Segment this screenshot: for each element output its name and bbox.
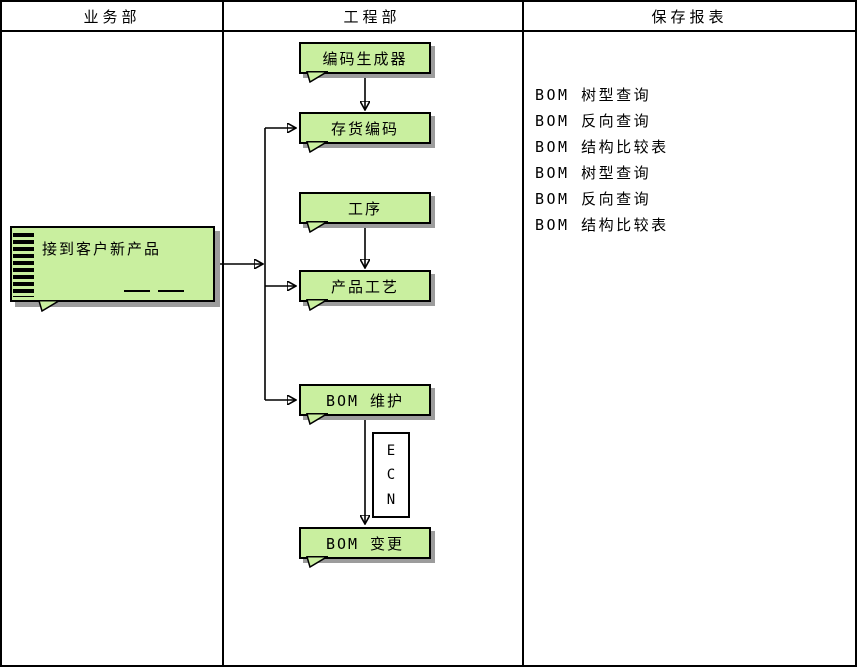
report-item: BOM 结构比较表	[535, 138, 669, 156]
lane-header-engineering-label: 工程部	[343, 7, 401, 26]
report-item: BOM 反向查询	[535, 190, 652, 208]
ecn-letter: N	[386, 491, 396, 508]
node-process-label: 工序	[347, 199, 382, 218]
folded-corner-icon	[306, 221, 328, 233]
lane-header-engineering: 工程部	[224, 2, 520, 30]
node-inventory-code-label: 存货编码	[330, 119, 399, 138]
folded-corner-icon	[38, 300, 60, 312]
lane-divider-1	[222, 2, 224, 665]
blank-line-decoration	[124, 290, 150, 292]
lane-header-reports: 保存报表	[524, 2, 855, 30]
lane-header-reports-label: 保存报表	[651, 7, 728, 26]
node-bom-change-label: BOM 变更	[325, 534, 405, 553]
node-receive-new-product-label: 接到客户新产品	[42, 240, 162, 258]
ecn-label-box: E C N	[372, 432, 410, 518]
lane-header-business-label: 业务部	[83, 7, 141, 26]
ecn-letter: E	[386, 442, 396, 459]
node-inventory-code[interactable]: 存货编码	[299, 112, 431, 153]
lane-header-business: 业务部	[2, 2, 222, 30]
node-bom-maintenance-label: BOM 维护	[325, 391, 405, 410]
folded-corner-icon	[306, 556, 328, 568]
folded-corner-icon	[306, 299, 328, 311]
lane-divider-2	[522, 2, 524, 665]
node-bom-change[interactable]: BOM 变更	[299, 527, 431, 568]
node-process[interactable]: 工序	[299, 192, 431, 233]
node-product-craft[interactable]: 产品工艺	[299, 270, 431, 311]
report-item: BOM 结构比较表	[535, 216, 669, 234]
header-divider	[2, 30, 855, 32]
folded-corner-icon	[306, 141, 328, 153]
ecn-letter: C	[386, 467, 396, 483]
node-code-generator[interactable]: 编码生成器	[299, 42, 431, 83]
node-receive-new-product[interactable]: 接到客户新产品	[10, 226, 215, 312]
blank-line-decoration	[158, 290, 184, 292]
node-product-craft-label: 产品工艺	[330, 277, 399, 296]
report-item: BOM 反向查询	[535, 112, 652, 130]
spiral-binding-icon	[13, 233, 34, 297]
node-bom-maintenance[interactable]: BOM 维护	[299, 384, 431, 425]
report-item: BOM 树型查询	[535, 86, 652, 104]
folded-corner-icon	[306, 413, 328, 425]
folded-corner-icon	[306, 71, 328, 83]
report-list: BOM 树型查询 BOM 反向查询 BOM 结构比较表 BOM 树型查询 BOM…	[535, 82, 669, 238]
node-code-generator-label: 编码生成器	[322, 49, 408, 68]
report-item: BOM 树型查询	[535, 164, 652, 182]
